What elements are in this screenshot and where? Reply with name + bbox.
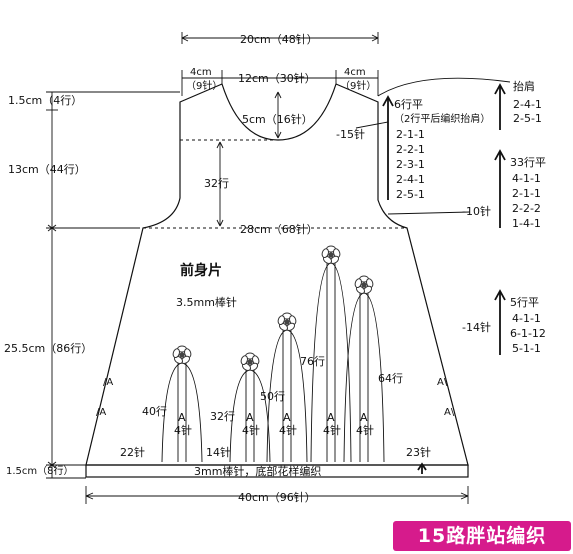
stem-stitch-count: 4针 <box>242 423 260 437</box>
left-edge-stitches: 22针 <box>120 445 145 459</box>
stem-2: 32行 A4针 <box>210 369 271 463</box>
neck-row-3: 2-3-1 <box>396 158 425 171</box>
stem-a-label: A <box>283 411 291 424</box>
side-rest-label: 5行平 <box>510 296 539 309</box>
right-edge-stitches: 23针 <box>406 445 431 459</box>
height-dimension <box>46 91 180 479</box>
stem-stitch-count: 4针 <box>174 423 192 437</box>
flower-icon <box>321 245 341 264</box>
bottom-width-label: 40cm（96针） <box>238 490 316 504</box>
stem-stitch-count: 4针 <box>279 423 297 437</box>
armhole-row-3: 2-2-2 <box>512 202 541 215</box>
armhole-total: -10针 <box>462 204 491 218</box>
armhole-row-4: 1-4-1 <box>512 217 541 230</box>
chest-width-label: 28cm（68针） <box>240 222 318 236</box>
shaping-arrows <box>355 77 511 474</box>
neck-row-4: 2-4-1 <box>396 173 425 186</box>
flower-center <box>247 359 253 365</box>
side-mark-right-2: A\ <box>444 407 455 418</box>
stem-row-count: 76行 <box>300 355 325 368</box>
shoulder-left-stitches: （9针） <box>186 79 222 92</box>
flower-icon <box>354 275 374 294</box>
neck-depth-label: 5cm（16针） <box>242 112 313 126</box>
bottom-border <box>85 464 469 478</box>
side-mark-left-1: /A <box>103 377 113 388</box>
stem-row-count: 32行 <box>210 410 235 423</box>
shoulder-left-width: 4cm <box>190 67 212 78</box>
stem-row-count: 50行 <box>260 390 285 403</box>
neck-rows-label: 32行 <box>204 177 229 190</box>
neck-total: -15针 <box>336 127 365 141</box>
shoulder-shaping-title: 抬肩 <box>513 79 535 93</box>
flower-icon <box>240 352 260 371</box>
neck-rows-dimension <box>216 141 224 227</box>
stem-row-count: 64行 <box>378 372 403 385</box>
armhole-height-label: 13cm（44行） <box>8 163 86 176</box>
top-width-label: 20cm（48针） <box>240 32 318 46</box>
side-row-2: 6-1-12 <box>510 327 546 340</box>
flower-center <box>179 352 185 358</box>
flower-icon <box>277 312 297 331</box>
bottom-width-dimension <box>85 486 469 504</box>
stem-row-count: 40行 <box>142 405 167 418</box>
flower-icon <box>172 345 192 364</box>
shoulder-height-label: 1.5cm（4行） <box>8 94 82 107</box>
needle-label: 3.5mm棒针 <box>176 295 237 309</box>
armhole-row-2: 2-1-1 <box>512 187 541 200</box>
side-row-3: 5-1-1 <box>512 342 541 355</box>
neck-row-1: 2-1-1 <box>396 128 425 141</box>
shoulder-row-1: 2-4-1 <box>513 98 542 111</box>
stem-a-label: A <box>246 411 254 424</box>
border-note: 3mm棒针，底部花样编织 <box>194 464 321 478</box>
body-height-label: 25.5cm（86行） <box>4 342 92 355</box>
shoulder-right-width: 4cm <box>344 67 366 78</box>
stem-stitch-count: 4针 <box>356 423 374 437</box>
gap-stitches: 14针 <box>206 445 231 459</box>
shoulder-row-2: 2-5-1 <box>513 112 542 125</box>
flower-center <box>284 319 290 325</box>
stem-3: 50行 A4针 <box>260 329 308 463</box>
top-width-dimension <box>181 32 379 44</box>
side-mark-right-1: A\ <box>437 377 448 388</box>
neck-depth-dimension <box>274 91 282 139</box>
neck-rest-label: 6行平 <box>394 98 423 111</box>
armhole-rest-label: 33行平 <box>510 156 546 169</box>
side-mark-left-2: /A <box>96 407 106 418</box>
upper-width-dimension <box>181 70 379 96</box>
neck-width-label: 12cm（30针） <box>238 71 316 85</box>
panel-title: 前身片 <box>180 262 222 279</box>
flower-center <box>361 282 367 288</box>
stem-a-label: A <box>360 411 368 424</box>
armhole-row-1: 4-1-1 <box>512 172 541 185</box>
stem-stitch-count: 4针 <box>323 423 341 437</box>
neck-row-2: 2-2-1 <box>396 143 425 156</box>
border-height-label: 1.5cm（8行） <box>6 464 74 477</box>
side-row-1: 4-1-1 <box>512 312 541 325</box>
stem-1: 40行 A4针 <box>142 362 203 463</box>
stem-a-label: A <box>327 411 335 424</box>
side-total: -14针 <box>462 320 491 334</box>
stem-5: 64行 A4针 <box>343 292 403 463</box>
flower-center <box>328 252 334 258</box>
neck-note: （2行平后编织抬肩） <box>394 112 490 125</box>
flower-motifs <box>172 245 374 371</box>
shoulder-right-stitches: （9针） <box>340 79 376 92</box>
front-panel-outline <box>85 83 469 466</box>
watermark-badge: 15路胖站编织 <box>393 521 571 551</box>
stem-a-label: A <box>178 411 186 424</box>
stem-4: 76行 A4针 <box>300 262 352 463</box>
neck-row-5: 2-5-1 <box>396 188 425 201</box>
